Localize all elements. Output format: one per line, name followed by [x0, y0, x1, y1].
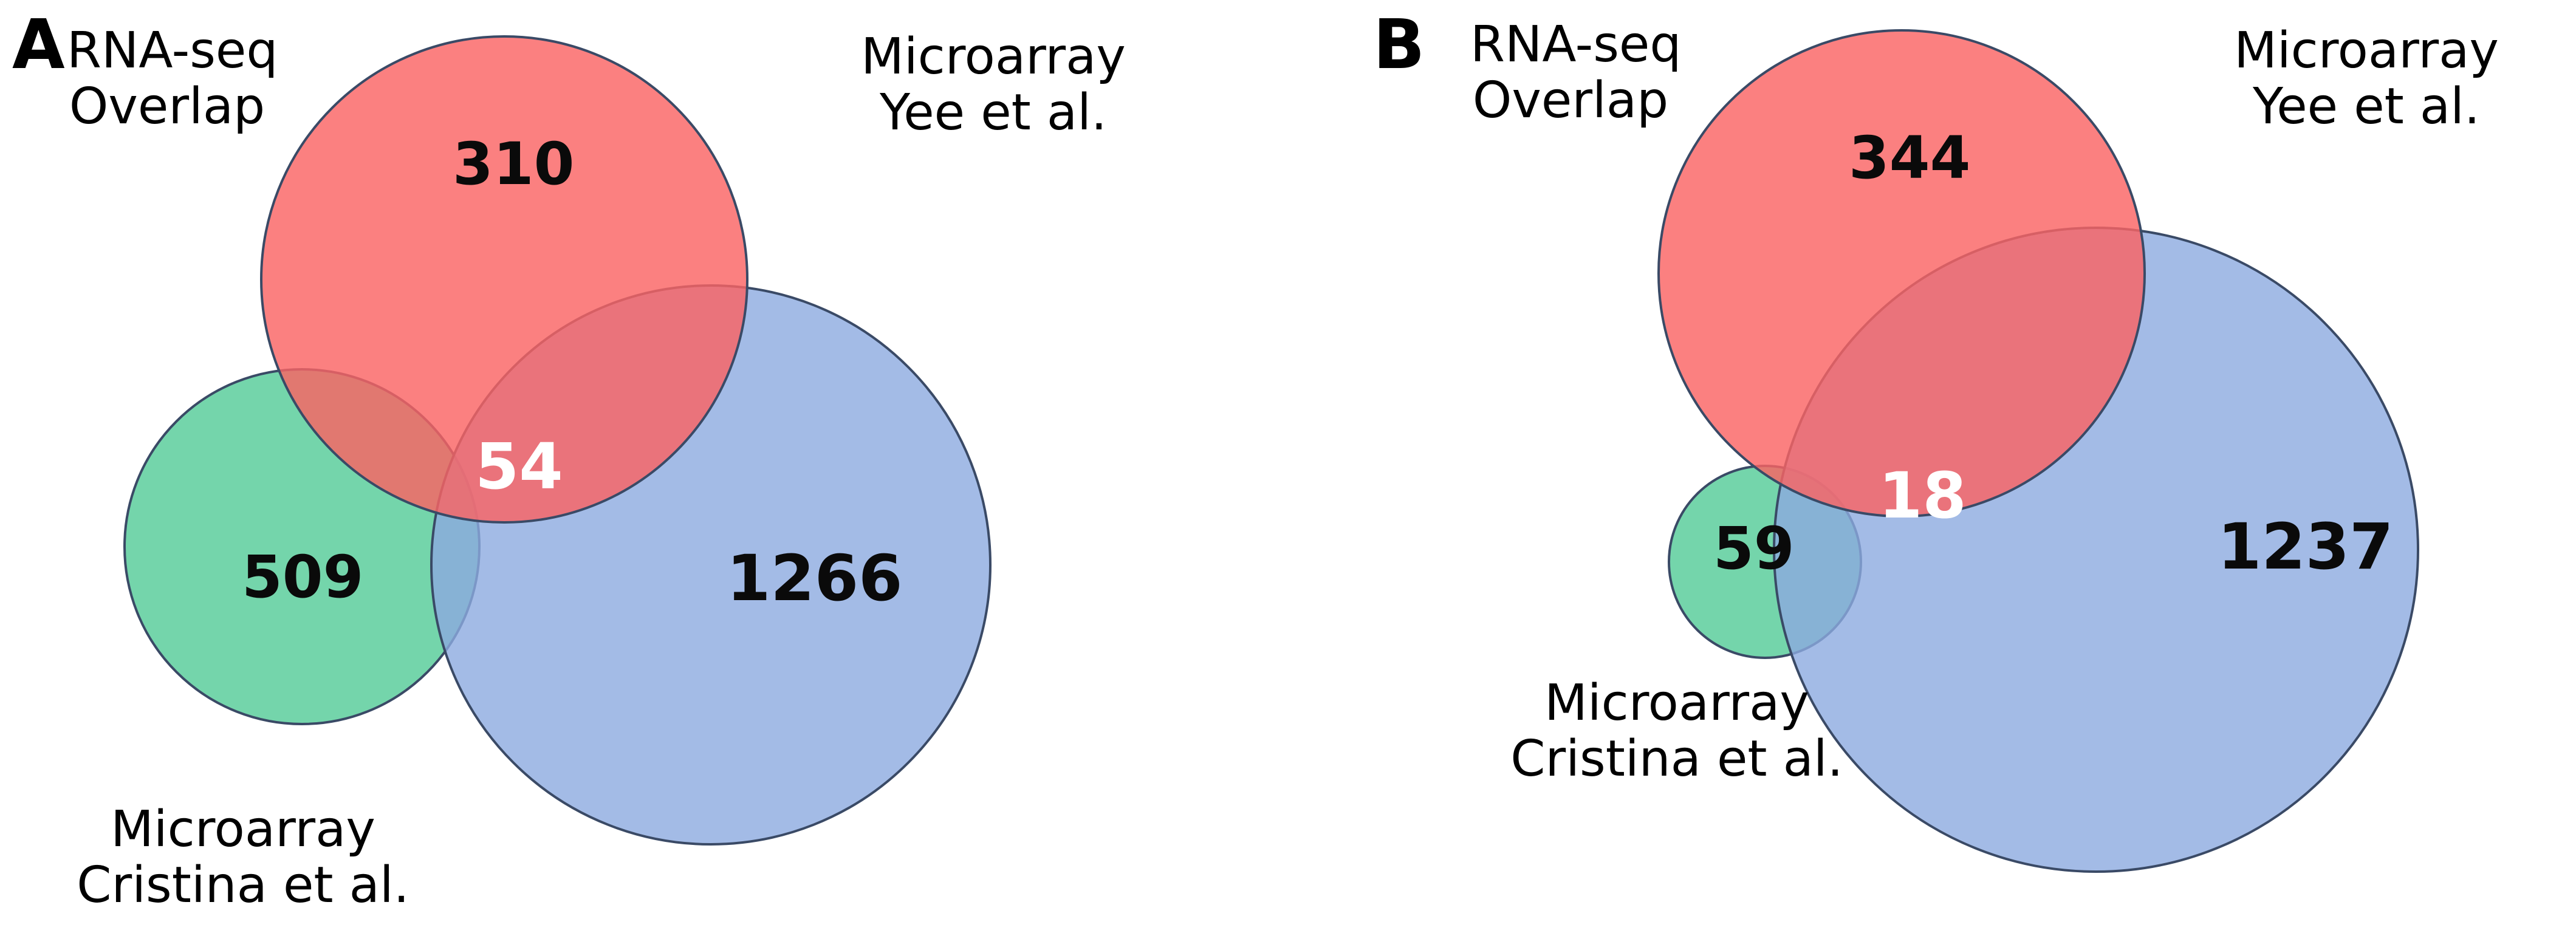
panel-b-label-rnaseq-line1: RNA-seq — [1470, 16, 1682, 73]
panel-a-label-cristina: Microarray Cristina et al. — [61, 802, 425, 914]
panel-b-count-yee-only: 1237 — [2218, 510, 2394, 584]
panel-a-count-yee-only: 1266 — [727, 541, 903, 615]
panel-b-circle-rnaseq — [1657, 29, 2146, 518]
panel-b-label-rnaseq-line2: Overlap — [1472, 71, 1669, 129]
panel-a-label-rnaseq-line1: RNA-seq — [67, 22, 278, 80]
panel-a-label-yee-line1: Microarray — [861, 28, 1126, 86]
panel-a-label-yee: Microarray Yee et al. — [851, 29, 1136, 141]
panel-b-count-rnaseq-only: 344 — [1849, 124, 1971, 192]
panel-a-venn-diagram — [123, 35, 992, 846]
panel-a-count-triple-overlap: 54 — [475, 429, 563, 504]
panel-a-circle-rnaseq — [260, 35, 748, 524]
panel-b-label-cristina-line1: Microarray — [1544, 674, 1809, 732]
panel-b: B RNA-seq Overlap Microarray Yee et al. … — [1288, 0, 2576, 950]
panel-b-venn-diagram — [1657, 29, 2419, 873]
panel-a-label-cristina-line2: Cristina et al. — [77, 856, 409, 914]
panel-b-label-cristina-line2: Cristina et al. — [1510, 730, 1843, 788]
panel-a-letter: A — [12, 5, 65, 84]
panel-b-label-yee-line1: Microarray — [2234, 22, 2499, 80]
panel-a-count-rnaseq-only: 310 — [453, 130, 575, 198]
panel-b-label-rnaseq: RNA-seq Overlap — [1470, 16, 1682, 129]
panel-b-label-yee-line2: Yee et al. — [2253, 77, 2480, 135]
panel-a: A RNA-seq Overlap Microarray Yee et al. … — [12, 5, 1136, 914]
panel-b-count-triple-overlap: 18 — [1879, 459, 1967, 533]
panel-a-label-cristina-line1: Microarray — [111, 801, 375, 858]
panel-b-label-yee: Microarray Yee et al. — [2224, 23, 2509, 135]
panel-b-label-cristina: Microarray Cristina et al. — [1488, 675, 1865, 787]
panel-a-label-yee-line2: Yee et al. — [880, 83, 1107, 142]
panel-b-letter: B — [1373, 5, 1425, 84]
panel-b-count-cristina-only: 59 — [1713, 514, 1795, 583]
panel-a-count-cristina-only: 509 — [242, 543, 364, 611]
panel-a-label-rnaseq: RNA-seq Overlap — [67, 22, 278, 135]
panel-a-label-rnaseq-line2: Overlap — [69, 77, 265, 135]
